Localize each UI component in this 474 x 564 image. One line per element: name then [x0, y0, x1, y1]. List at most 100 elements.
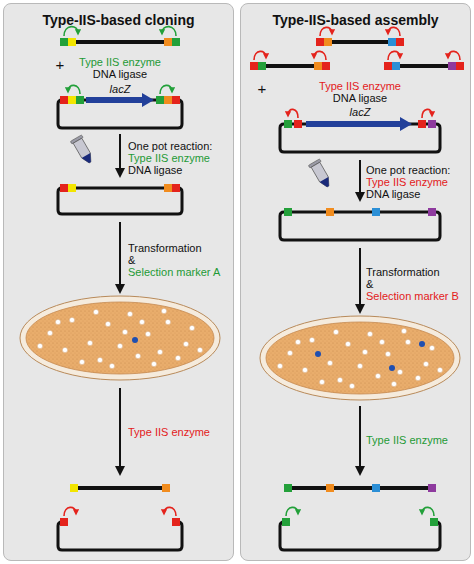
overhang [68, 184, 76, 192]
recognition-site [418, 120, 426, 128]
recognition-site [60, 96, 68, 104]
annotation-label: Selection marker A [128, 266, 220, 279]
process-arrow [119, 388, 121, 474]
process-arrow [359, 160, 361, 200]
annotation-label: One pot reaction: [128, 140, 212, 153]
annotation-label: Transformation [366, 266, 440, 279]
recognition-site [60, 184, 68, 192]
process-arrow [359, 406, 361, 474]
recognition-site [282, 518, 290, 526]
annotation-label: Transformation [128, 242, 202, 255]
assembled-insert [288, 486, 432, 490]
overhang [324, 38, 332, 46]
annotation-label: & [366, 278, 373, 291]
cut-arrow [164, 507, 176, 516]
cut-arrow [162, 27, 176, 36]
overhang [448, 62, 456, 70]
cut-arrow [286, 507, 298, 516]
overhang [164, 184, 172, 192]
overhang [68, 96, 76, 104]
recognition-site [60, 38, 68, 46]
lacz-gene [306, 117, 412, 131]
lacz-gene [86, 93, 154, 107]
overhang [428, 120, 436, 128]
blue-colony [419, 341, 425, 347]
dna-fragment [388, 64, 460, 68]
dna-fragment [66, 40, 174, 44]
overhang [68, 38, 76, 46]
overhang [428, 208, 436, 216]
panel: Type-IIS-based assembly [240, 3, 471, 561]
annotation-label: DNA ligase [366, 188, 420, 201]
blue-colony [132, 337, 138, 343]
cut-arrow [388, 51, 400, 60]
process-arrow [119, 222, 121, 292]
overhang [284, 120, 292, 128]
blue-colony [389, 365, 395, 371]
recognition-site [60, 518, 68, 526]
cut-arrow [422, 507, 434, 516]
plasmid-vector [280, 124, 440, 152]
annotation-label: Type IIS enzyme [128, 426, 210, 439]
cut-arrow [288, 109, 298, 118]
recognition-site [430, 518, 438, 526]
reaction-tube [70, 135, 95, 166]
recognition-site [396, 38, 404, 46]
recognition-site [456, 62, 464, 70]
overhang [326, 484, 334, 492]
recognition-site [172, 518, 180, 526]
overhang [372, 484, 380, 492]
overhang [372, 208, 380, 216]
panel-title: Type-IIS-based assembly [241, 12, 470, 28]
annotation-label: Type IIS enzyme [319, 80, 401, 93]
dna-fragment [320, 40, 400, 44]
panel: Type-IIS-based cloning [3, 3, 234, 561]
recognition-site [172, 96, 180, 104]
annotation-label: Selection marker B [366, 290, 459, 303]
dna-insert [74, 486, 166, 490]
annotation-label: Type IIS enzyme [366, 176, 448, 189]
petri-dish [260, 316, 460, 400]
process-arrow [119, 134, 121, 176]
cut-arrow [388, 27, 400, 36]
overhang [162, 484, 170, 492]
annotation-label: Type IIS enzyme [366, 434, 448, 447]
overhang [284, 208, 292, 216]
overhang [428, 484, 436, 492]
cut-arrow [160, 85, 172, 94]
overhang [326, 208, 334, 216]
cut-arrow [448, 51, 460, 60]
annotation-label: + [56, 58, 65, 71]
annotation-label: One pot reaction: [366, 164, 450, 177]
plasmid-product [280, 212, 440, 240]
recognition-site [156, 96, 164, 104]
cut-arrow [64, 27, 78, 36]
open-plasmid [280, 522, 440, 550]
recognition-site [76, 96, 84, 104]
recognition-site [294, 120, 302, 128]
recognition-site [172, 184, 180, 192]
petri-dish [20, 296, 220, 380]
dna-fragment [254, 64, 326, 68]
cut-arrow [314, 51, 326, 60]
overhang [284, 484, 292, 492]
overhang [388, 38, 396, 46]
overhang [258, 62, 266, 70]
plasmid-product [58, 188, 182, 214]
cut-arrow [422, 109, 432, 118]
annotation-label: + [258, 82, 267, 95]
plasmid-vector [58, 100, 182, 128]
recognition-site [384, 62, 392, 70]
cut-arrow [68, 85, 80, 94]
annotation-label: Type IIS enzyme [79, 56, 161, 69]
annotation-label: DNA ligase [333, 92, 387, 105]
blue-colony [315, 351, 321, 357]
annotation-label: DNA ligase [128, 164, 182, 177]
recognition-site [322, 62, 330, 70]
overhang [164, 38, 172, 46]
overhang [392, 62, 400, 70]
annotation-label: & [128, 254, 135, 267]
